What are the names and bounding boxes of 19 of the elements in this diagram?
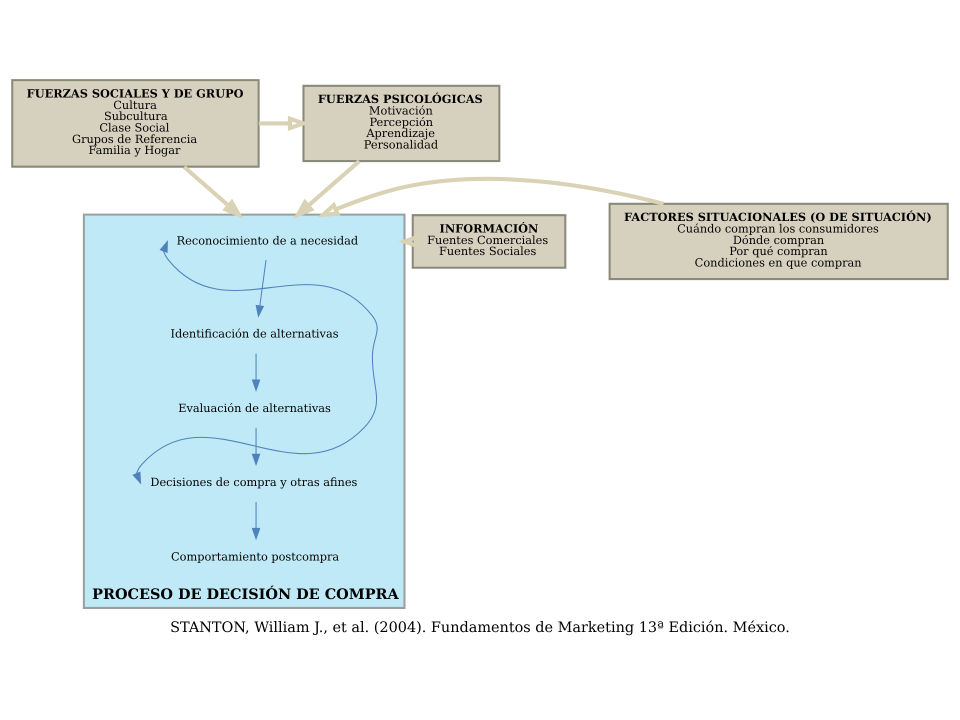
arrow bbox=[398, 234, 420, 250]
arrow bbox=[182, 165, 244, 219]
node-text: Identificación de alternativas bbox=[170, 326, 339, 341]
node-box: FACTORES SITUACIONALES (O DE SITUACIÓN) Cuándo compran los consumidores Dónde compran Por qué compran Condiciones en que compran bbox=[608, 202, 949, 280]
arrow bbox=[258, 116, 310, 132]
arrow bbox=[293, 160, 361, 219]
caption: STANTON, William J., et al. (2004). Fundamentos de Marketing 13ª Edición. México. bbox=[170, 620, 790, 636]
arrow bbox=[132, 240, 378, 485]
node-text: Comportamiento postcompra bbox=[171, 549, 340, 564]
node-text: Decisiones de compra y otras afines bbox=[150, 475, 358, 490]
arrow bbox=[252, 354, 260, 392]
node-box: FUERZAS PSICOLÓGICAS Motivación Percepción Aprendizaje Personalidad bbox=[302, 84, 500, 162]
node-text: Reconocimiento de a necesidad bbox=[176, 233, 358, 248]
node-text: Evaluación de alternativas bbox=[178, 400, 331, 415]
arrow bbox=[256, 260, 267, 318]
arrow bbox=[318, 176, 664, 218]
arrow bbox=[252, 502, 260, 540]
node-box: FUERZAS SOCIALES Y DE GRUPO Cultura Subcultura Clase Social Grupos de Referencia Familia y Hogar bbox=[11, 79, 260, 168]
arrow bbox=[252, 428, 260, 466]
